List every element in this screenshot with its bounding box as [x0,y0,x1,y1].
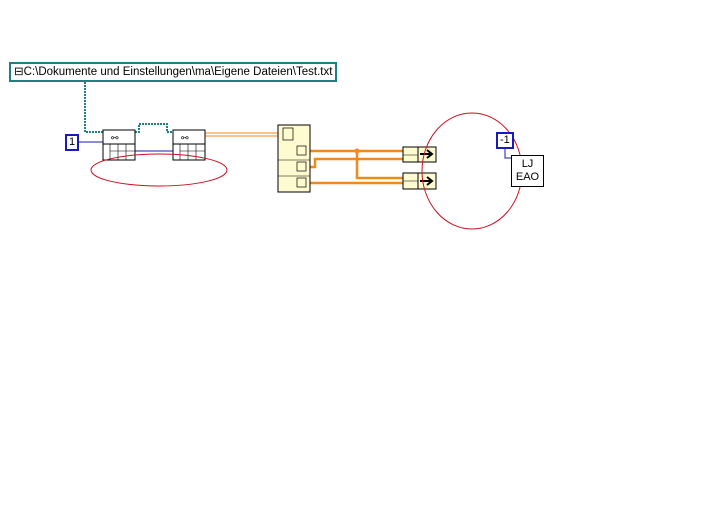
file-path-constant[interactable]: ⊟C:\Dokumente und Einstellungen\ma\Eigen… [9,62,338,82]
annotation-ellipse-1 [90,153,228,187]
numeric-constant-2[interactable]: -1 [496,132,514,149]
annotation-ellipse-2 [421,112,523,230]
unbundle-node [277,124,311,193]
wire-junction [354,148,360,154]
subvi-label-2: EAO [515,171,540,183]
numeric-wire-3 [504,147,511,159]
numeric-constant-1[interactable]: 1 [65,134,80,151]
read-file-node-1: ⚯ [102,129,136,161]
svg-text:⚯: ⚯ [181,134,189,144]
path-wire-2 [135,123,173,133]
path-icon: ⊟ [14,66,24,78]
cluster-wires [310,149,403,185]
subvi-label-1: LJ [521,158,534,170]
path-wire [84,79,103,133]
bundle-node-2 [402,172,437,190]
svg-text:⚯: ⚯ [111,134,119,144]
lj-eao-subvi[interactable]: LJ EAO [511,155,544,187]
bundle-node-1 [402,146,437,163]
